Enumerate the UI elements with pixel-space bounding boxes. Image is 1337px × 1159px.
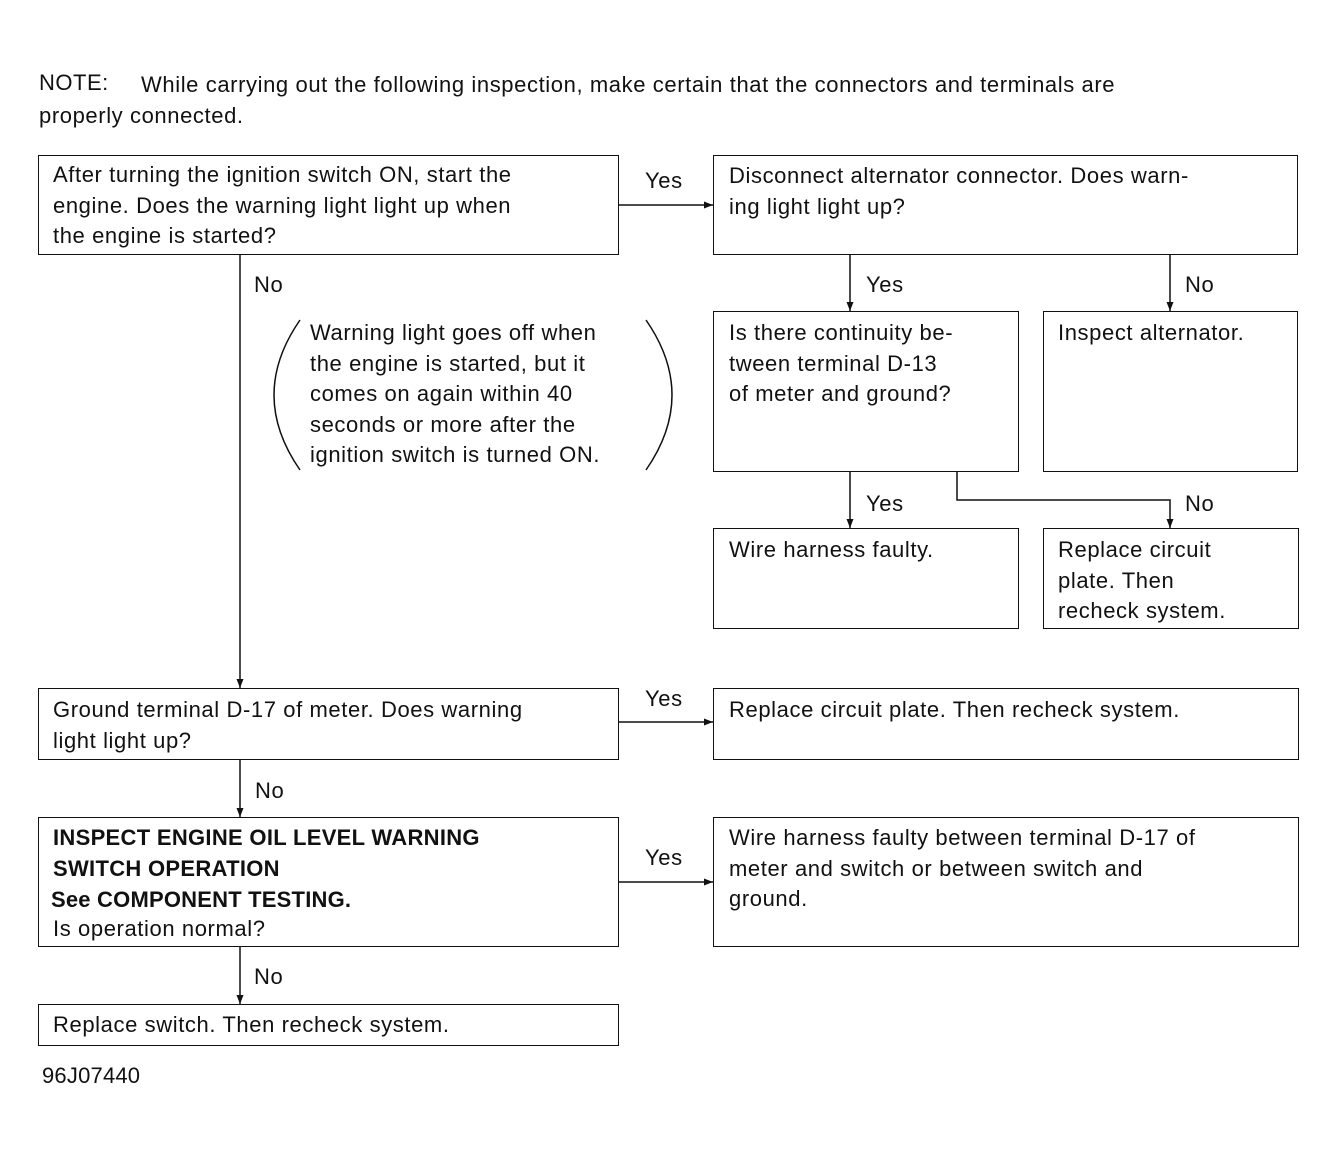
- continuity-question-text: Is there continuity be- tween terminal D…: [729, 320, 954, 406]
- inspect-switch-title: INSPECT ENGINE OIL LEVEL WARNING SWITCH …: [53, 825, 480, 881]
- label-no-continuity: No: [1185, 491, 1215, 516]
- warning-light-aside: Warning light goes off when the engine i…: [310, 320, 601, 467]
- label-no-switch: No: [254, 964, 284, 989]
- arrow-continuity-no: [956, 471, 1174, 528]
- label-no-start: No: [254, 272, 284, 297]
- replace-circuit-plate-box-1: [1043, 528, 1299, 629]
- replace-circuit-plate-box-2: [713, 688, 1299, 760]
- label-no-ground: No: [255, 778, 285, 803]
- disconnect-alternator-text: Disconnect alternator connector. Does wa…: [729, 163, 1189, 219]
- start-question-box: [38, 155, 619, 255]
- label-yes-ground: Yes: [645, 686, 683, 711]
- continuity-question-box: [713, 311, 1019, 472]
- replace-switch-box: [38, 1004, 619, 1046]
- replace-switch-text: Replace switch. Then recheck system.: [53, 1012, 450, 1037]
- label-yes-continuity: Yes: [866, 491, 904, 516]
- wire-harness-between-box: [713, 817, 1299, 947]
- inspect-switch-question: Is operation normal?: [53, 916, 266, 941]
- wire-harness-between-text: Wire harness faulty between terminal D-1…: [729, 825, 1196, 911]
- label-yes-disconnect: Yes: [866, 272, 904, 297]
- figure-id: 96J07440: [42, 1063, 141, 1088]
- inspect-switch-see: See COMPONENT TESTING.: [51, 887, 352, 912]
- label-yes-switch: Yes: [645, 845, 683, 870]
- label-no-disconnect: No: [1185, 272, 1215, 297]
- replace-circuit-plate-text-1: Replace circuit plate. Then recheck syst…: [1058, 537, 1226, 623]
- inspect-alternator-text: Inspect alternator.: [1058, 320, 1245, 345]
- note-text: While carrying out the following inspect…: [141, 72, 1116, 97]
- start-question-text: After turning the ignition switch ON, st…: [53, 162, 512, 248]
- wire-harness-faulty-box: [713, 528, 1019, 629]
- wire-harness-faulty-text: Wire harness faulty.: [729, 537, 934, 562]
- replace-circuit-plate-text-2: Replace circuit plate. Then recheck syst…: [729, 697, 1180, 722]
- left-paren: [273, 319, 301, 471]
- ground-d17-question-box: [38, 688, 619, 760]
- ground-d17-question-text: Ground terminal D-17 of meter. Does warn…: [53, 697, 523, 753]
- note-text-continued: properly connected.: [39, 103, 244, 128]
- note-label: NOTE:: [39, 70, 109, 95]
- inspect-switch-box: [38, 817, 619, 947]
- label-yes-start: Yes: [645, 168, 683, 193]
- disconnect-alternator-box: [713, 155, 1298, 255]
- right-paren: [645, 319, 673, 471]
- inspect-alternator-box: [1043, 311, 1298, 472]
